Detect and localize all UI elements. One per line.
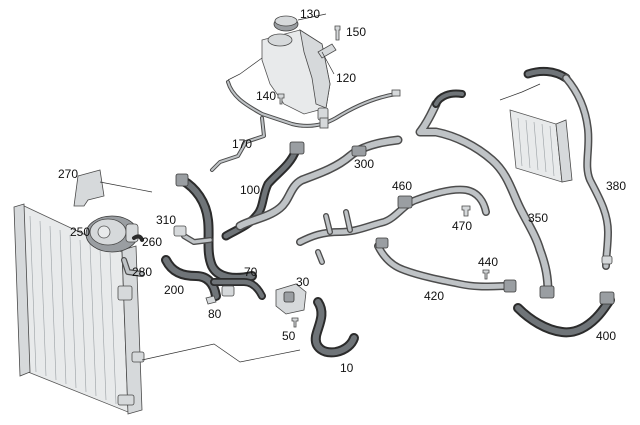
coolant-hose-10 — [310, 297, 359, 358]
connector-310 — [173, 225, 187, 237]
coolant-hose-70 — [210, 278, 266, 300]
label-460: 460 — [392, 179, 412, 193]
coolant-hose-main — [175, 173, 257, 283]
screw-140 — [277, 93, 285, 105]
label-440: 440 — [478, 255, 498, 269]
label-380: 380 — [606, 179, 626, 193]
screw-470 — [461, 205, 471, 217]
electric-water-pump-250 — [85, 215, 139, 253]
coolant-hose-380 — [523, 66, 613, 270]
label-80: 80 — [208, 307, 222, 321]
screw-50 — [291, 317, 299, 328]
label-260: 260 — [142, 235, 162, 249]
coolant-hose-420 — [374, 237, 517, 293]
label-300: 300 — [354, 157, 374, 171]
bracket-270 — [73, 169, 153, 207]
label-140: 140 — [256, 89, 276, 103]
label-70: 70 — [244, 265, 258, 279]
label-130: 130 — [300, 7, 320, 21]
tank-cap-130 — [273, 13, 327, 32]
coolant-expansion-tank-120 — [261, 29, 337, 121]
hose-280 — [121, 257, 145, 277]
auxiliary-cooler — [499, 83, 573, 183]
label-310: 310 — [156, 213, 176, 227]
label-470: 470 — [452, 219, 472, 233]
label-420: 420 — [424, 289, 444, 303]
label-50: 50 — [282, 329, 296, 343]
label-250: 250 — [70, 225, 90, 239]
label-200: 200 — [164, 283, 184, 297]
coolant-hose-200 — [161, 233, 221, 301]
clip-80 — [205, 295, 217, 305]
clip-260 — [132, 234, 144, 242]
label-100: 100 — [240, 183, 260, 197]
radiator — [13, 203, 145, 415]
label-120: 120 — [336, 71, 356, 85]
valve-30 — [275, 283, 307, 315]
coolant-hose-300 — [235, 135, 403, 231]
vent-hose-170 — [210, 80, 401, 172]
coolant-hose-350 — [415, 89, 555, 299]
screw-150 — [334, 25, 341, 41]
label-270: 270 — [58, 167, 78, 181]
label-280: 280 — [132, 265, 152, 279]
coolant-pipe-460 — [296, 185, 490, 265]
label-400: 400 — [596, 329, 616, 343]
label-170: 170 — [232, 137, 252, 151]
label-350: 350 — [528, 211, 548, 225]
coolant-hose-400 — [513, 291, 615, 338]
label-30: 30 — [296, 275, 310, 289]
label-10: 10 — [340, 361, 354, 375]
label-150: 150 — [346, 25, 366, 39]
screw-440 — [482, 269, 490, 280]
